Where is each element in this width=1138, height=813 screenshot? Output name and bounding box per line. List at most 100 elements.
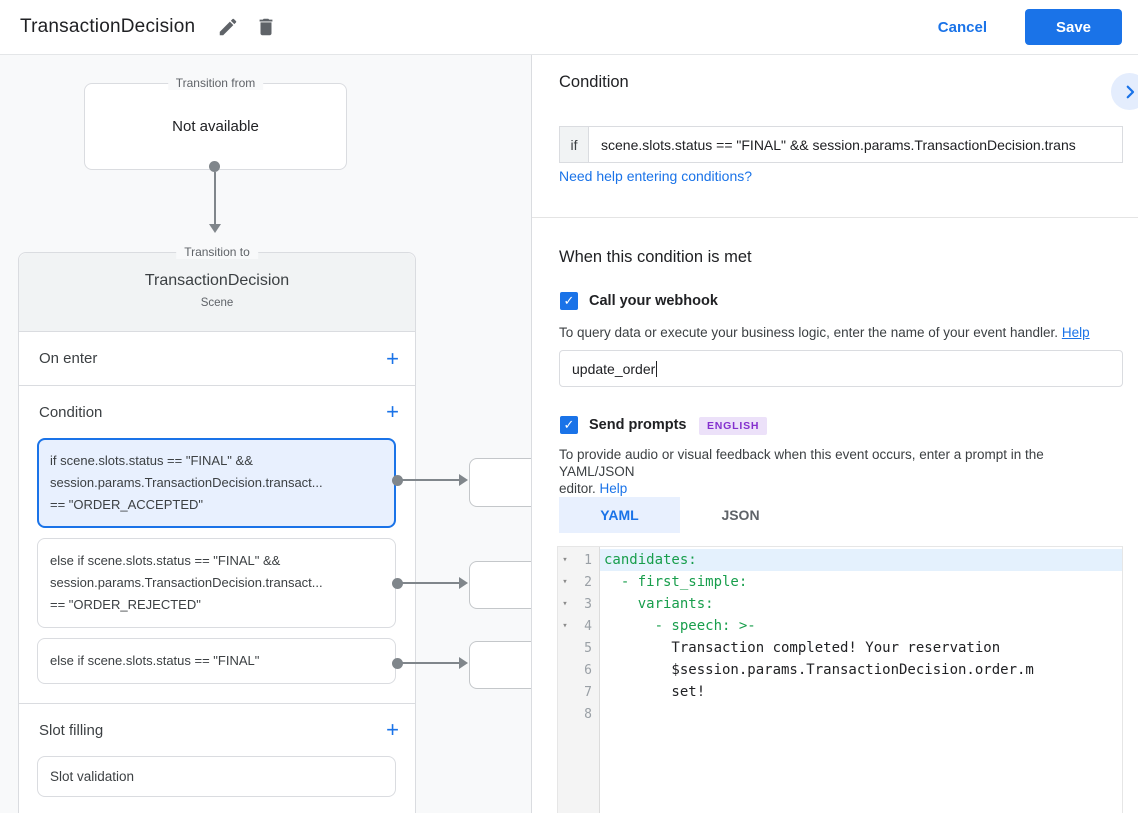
- transition-target-box[interactable]: [469, 561, 531, 609]
- collapse-panel-button[interactable]: [1111, 73, 1138, 110]
- condition-card-selected[interactable]: if scene.slots.status == "FINAL" && sess…: [37, 438, 396, 528]
- code-line: [600, 703, 1122, 725]
- code-line: - first_simple:: [604, 574, 748, 590]
- code-line: candidates:: [600, 549, 1122, 571]
- transition-from-legend: Transition from: [167, 76, 264, 90]
- edit-button[interactable]: [209, 8, 247, 46]
- fold-arrow-icon[interactable]: ▾: [562, 555, 568, 565]
- connector-line: [400, 662, 460, 664]
- condition-line: session.params.TransactionDecision.trans…: [50, 475, 323, 490]
- arrow-right-icon: [459, 577, 468, 589]
- on-enter-label: On enter: [39, 350, 98, 367]
- send-prompts-checkbox[interactable]: ✓: [560, 416, 578, 434]
- text-cursor: [656, 360, 658, 377]
- code-line: - speech: >-: [604, 618, 756, 634]
- condition-section-label: Condition: [39, 403, 103, 421]
- webhook-label: Call your webhook: [589, 293, 718, 309]
- delete-button[interactable]: [247, 8, 285, 46]
- line-number: 2: [584, 574, 592, 590]
- condition-help-link[interactable]: Need help entering conditions?: [559, 168, 753, 184]
- condition-line: session.params.TransactionDecision.trans…: [50, 575, 323, 590]
- section-divider: [532, 217, 1138, 218]
- connector-dot: [392, 475, 403, 486]
- arrow-right-icon: [459, 657, 468, 669]
- prompts-description: To provide audio or visual feedback when…: [559, 446, 1115, 497]
- slot-filling-label: Slot filling: [39, 721, 104, 739]
- tab-json[interactable]: JSON: [680, 497, 801, 533]
- line-number: 7: [584, 684, 592, 700]
- code-line: Transaction completed! Your reservation: [604, 640, 1001, 656]
- line-number: 4: [584, 618, 592, 634]
- prompts-description-text: To provide audio or visual feedback when…: [559, 447, 1044, 479]
- condition-line: if scene.slots.status == "FINAL" &&: [50, 453, 253, 468]
- flow-canvas: Transition from Not available Transition…: [0, 55, 531, 813]
- line-number: 3: [584, 596, 592, 612]
- transition-to-card: Transition to TransactionDecision Scene …: [18, 245, 416, 813]
- connector-dot: [392, 658, 403, 669]
- connector-line: [400, 582, 460, 584]
- condition-card[interactable]: else if scene.slots.status == "FINAL": [37, 638, 396, 684]
- tab-yaml[interactable]: YAML: [559, 497, 680, 533]
- condition-expression-row: if scene.slots.status == "FINAL" && sess…: [559, 126, 1123, 163]
- cancel-button[interactable]: Cancel: [922, 11, 1003, 44]
- webhook-help-link[interactable]: Help: [1061, 325, 1090, 340]
- connector-line: [400, 479, 460, 481]
- add-on-enter-button[interactable]: +: [386, 345, 399, 371]
- condition-line: else if scene.slots.status == "FINAL": [50, 653, 260, 668]
- webhook-checkbox[interactable]: ✓: [560, 292, 578, 310]
- chevron-right-icon: [1126, 85, 1134, 98]
- prompts-description-text2: editor.: [559, 481, 596, 496]
- prompts-help-link[interactable]: Help: [599, 481, 628, 496]
- editor-gutter: ▾ 1 ▾ 2 ▾ 3 ▾ 4 5 6 7 8: [558, 547, 600, 813]
- condition-expression-input[interactable]: scene.slots.status == "FINAL" && session…: [589, 126, 1123, 163]
- transition-to-legend: Transition to: [176, 245, 258, 259]
- on-enter-row[interactable]: On enter +: [19, 332, 415, 386]
- code-line: set!: [604, 684, 706, 700]
- connector-dot: [209, 161, 220, 172]
- webhook-description: To query data or execute your business l…: [559, 324, 1115, 341]
- fold-arrow-icon[interactable]: ▾: [562, 599, 568, 609]
- connector-dot: [392, 578, 403, 589]
- send-prompts-label: Send prompts: [589, 417, 687, 433]
- slot-validation-card[interactable]: Slot validation: [37, 756, 396, 797]
- condition-card[interactable]: else if scene.slots.status == "FINAL" &&…: [37, 538, 396, 628]
- webhook-description-text: To query data or execute your business l…: [559, 325, 1059, 340]
- condition-line: == "ORDER_REJECTED": [50, 597, 201, 612]
- if-label: if: [559, 126, 589, 163]
- add-condition-button[interactable]: +: [386, 399, 399, 424]
- arrow-down-icon: [209, 224, 221, 233]
- webhook-input-value: update_order: [572, 360, 656, 377]
- fold-arrow-icon[interactable]: ▾: [562, 621, 568, 631]
- line-number: 8: [584, 706, 592, 722]
- save-button[interactable]: Save: [1025, 9, 1122, 45]
- editor-tabs: YAML JSON: [559, 497, 801, 533]
- fold-arrow-icon[interactable]: ▾: [562, 577, 568, 587]
- code-line: $session.params.TransactionDecision.orde…: [604, 662, 1034, 678]
- condition-section: Condition + if scene.slots.status == "FI…: [19, 386, 415, 704]
- condition-panel: Condition if scene.slots.status == "FINA…: [531, 55, 1138, 813]
- when-met-title: When this condition is met: [559, 248, 752, 266]
- line-number: 6: [584, 662, 592, 678]
- transition-target-box[interactable]: [469, 458, 531, 507]
- trash-icon: [259, 18, 273, 36]
- pencil-icon: [219, 18, 237, 36]
- transition-target-box[interactable]: [469, 641, 531, 689]
- condition-line: == "ORDER_ACCEPTED": [50, 497, 203, 512]
- transition-from-content: Not available: [172, 118, 259, 135]
- check-icon: ✓: [563, 293, 575, 308]
- editor-code-area[interactable]: candidates: - first_simple: variants: - …: [600, 547, 1122, 813]
- check-icon: ✓: [563, 417, 575, 432]
- line-number: 5: [584, 640, 592, 656]
- slot-filling-section: Slot filling + Slot validation: [19, 704, 415, 797]
- language-badge: ENGLISH: [699, 417, 768, 435]
- add-slot-button[interactable]: +: [386, 717, 399, 742]
- arrow-right-icon: [459, 474, 468, 486]
- webhook-input[interactable]: update_order: [559, 350, 1123, 387]
- yaml-editor[interactable]: ▾ 1 ▾ 2 ▾ 3 ▾ 4 5 6 7 8 candidates: - first_…: [557, 546, 1123, 813]
- page-title: TransactionDecision: [20, 16, 196, 37]
- scene-title: TransactionDecision: [144, 272, 290, 289]
- connector-line: [214, 172, 216, 224]
- line-number: 1: [584, 552, 592, 568]
- panel-title: Condition: [559, 73, 629, 91]
- code-line: variants:: [604, 596, 714, 612]
